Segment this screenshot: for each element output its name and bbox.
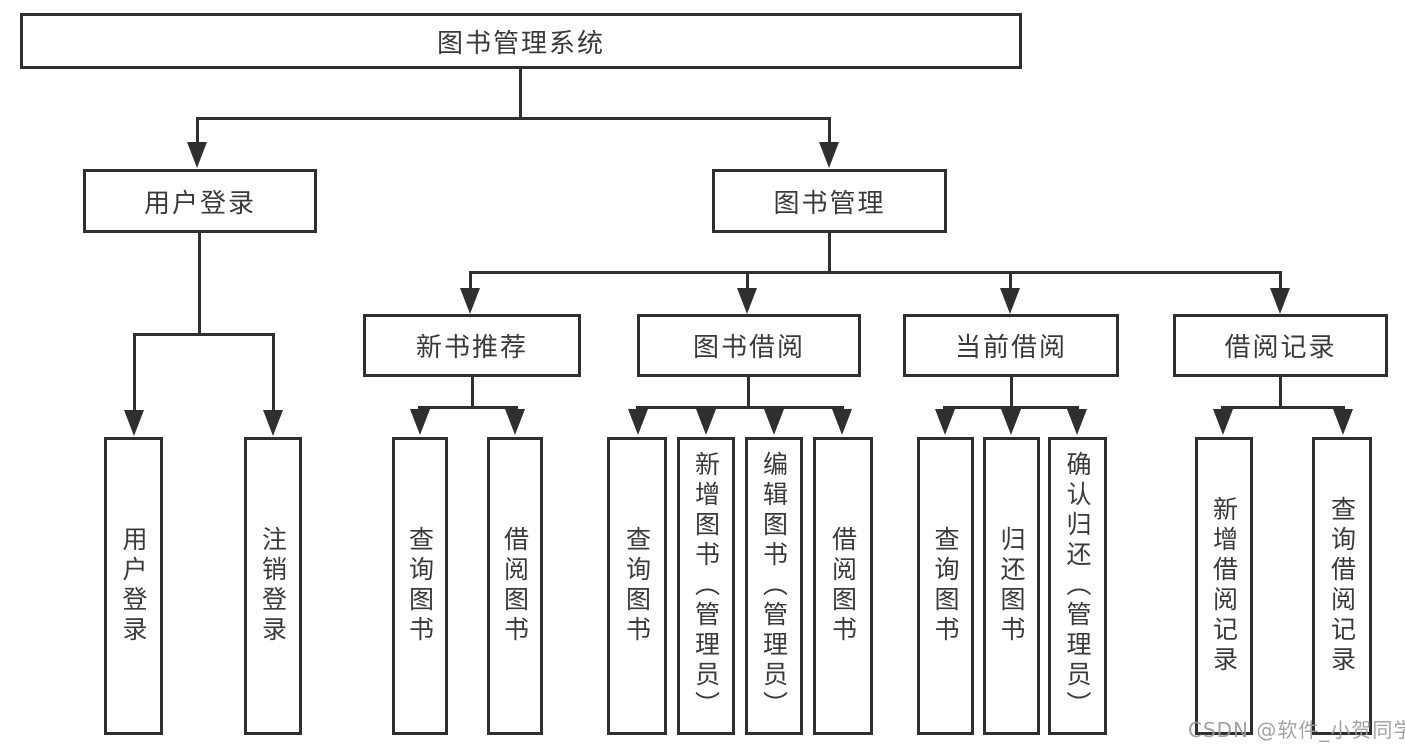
leaf-label: 确认归还（管理员）	[1063, 451, 1092, 721]
arrowhead-icon	[187, 142, 207, 168]
connector-line	[196, 117, 199, 145]
leaf-user-login: 用户登录	[104, 437, 163, 735]
leaf-label: 查询图书	[405, 526, 435, 646]
arrowhead-icon	[737, 288, 757, 314]
leaf-label: 新增图书（管理员）	[691, 451, 721, 721]
connector-line	[1279, 271, 1282, 290]
connector-line	[1010, 377, 1013, 408]
leaf-label: 查询借阅记录	[1327, 496, 1357, 676]
leaf-nb-borrow-books: 借阅图书	[487, 437, 543, 735]
connector-line	[198, 233, 201, 335]
node-borrowing-records: 借阅记录	[1173, 314, 1388, 377]
connector-line	[747, 377, 750, 408]
arrowhead-icon	[1270, 288, 1290, 314]
watermark: CSDN @软件_小贺同学	[1188, 718, 1405, 742]
connector-line	[196, 117, 830, 120]
leaf-bb-add-books-admin: 新增图书（管理员）	[677, 437, 735, 735]
node-book-borrowing: 图书借阅	[637, 314, 861, 377]
connector-line	[418, 406, 518, 409]
arrowhead-icon	[764, 409, 784, 435]
leaf-label: 借阅图书	[828, 526, 858, 646]
arrowhead-icon	[832, 409, 852, 435]
connector-line	[1279, 377, 1282, 408]
connector-line	[469, 271, 472, 290]
arrowhead-icon	[460, 288, 480, 314]
arrowhead-icon	[1067, 409, 1087, 435]
connector-line	[828, 117, 831, 145]
leaf-label: 归还图书	[997, 526, 1026, 646]
connector-line	[133, 333, 136, 411]
leaf-label: 用户登录	[119, 526, 148, 646]
arrowhead-icon	[410, 409, 430, 435]
arrowhead-icon	[935, 409, 955, 435]
connector-line	[1009, 271, 1012, 290]
node-book-management: 图书管理	[712, 169, 947, 233]
connector-line	[828, 233, 831, 273]
leaf-label: 新增借阅记录	[1209, 496, 1239, 676]
leaf-label: 编辑图书（管理员）	[759, 451, 789, 721]
arrowhead-icon	[628, 409, 648, 435]
leaf-label: 注销登录	[258, 526, 288, 646]
leaf-cb-confirm-return-admin: 确认归还（管理员）	[1048, 437, 1107, 735]
leaf-bb-borrow-books: 借阅图书	[813, 437, 873, 735]
leaf-logout-login: 注销登录	[244, 437, 302, 735]
connector-line	[471, 377, 474, 408]
arrowhead-icon	[819, 142, 839, 168]
leaf-br-add-borrow-record: 新增借阅记录	[1195, 437, 1253, 735]
node-new-book-recommend: 新书推荐	[363, 314, 581, 377]
leaf-label: 借阅图书	[500, 526, 530, 646]
node-library-system: 图书管理系统	[20, 13, 1022, 69]
leaf-br-query-borrow-record: 查询借阅记录	[1312, 437, 1372, 735]
arrowhead-icon	[1333, 409, 1353, 435]
leaf-bb-edit-books-admin: 编辑图书（管理员）	[745, 437, 803, 735]
connector-line	[519, 69, 522, 120]
arrowhead-icon	[1001, 409, 1021, 435]
arrowhead-icon	[124, 410, 144, 436]
node-current-borrowing: 当前借阅	[903, 314, 1119, 377]
arrowhead-icon	[1000, 288, 1020, 314]
connector-line	[133, 333, 274, 336]
arrowhead-icon	[263, 410, 283, 436]
arrowhead-icon	[696, 409, 716, 435]
connector-line	[1221, 406, 1345, 409]
leaf-label: 查询图书	[931, 526, 960, 646]
leaf-nb-query-books: 查询图书	[392, 437, 448, 735]
leaf-cb-return-books: 归还图书	[983, 437, 1040, 735]
arrowhead-icon	[505, 409, 525, 435]
leaf-bb-query-books: 查询图书	[607, 437, 667, 735]
arrowhead-icon	[1213, 409, 1233, 435]
connector-line	[272, 333, 275, 411]
leaf-label: 查询图书	[622, 526, 652, 646]
node-user-login: 用户登录	[83, 169, 317, 233]
connector-line	[636, 406, 844, 409]
leaf-cb-query-books: 查询图书	[917, 437, 974, 735]
connector-line	[469, 271, 1282, 274]
connector-line	[746, 271, 749, 290]
connector-line	[943, 406, 1079, 409]
